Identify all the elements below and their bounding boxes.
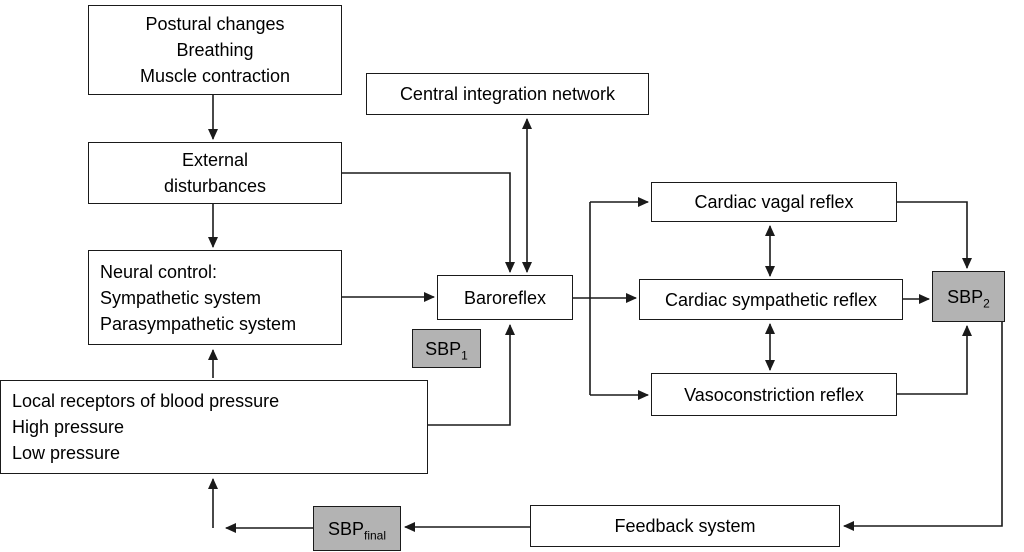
sbp-final-subscript: final [364,528,387,543]
cardiac-sympathetic-reflex-box: Cardiac sympathetic reflex [639,279,903,320]
central-integration-label: Central integration network [399,84,616,104]
sbp1-label: SBP1 [425,338,468,363]
feedback-system-label: Feedback system [614,516,756,536]
vasoconstriction-reflex-box: Vasoconstriction reflex [651,373,897,416]
vasoconstriction-label: Vasoconstriction reflex [684,384,864,405]
neural-line-3: Parasympathetic system [100,313,297,334]
sbp-final-label: SBPfinal [327,518,387,543]
sbp1-box: SBP1 [412,329,481,368]
neural-line-1: Neural control: [100,261,218,282]
sbp2-box: SBP2 [932,271,1005,322]
postural-changes-box: Postural changes Breathing Muscle contra… [88,5,342,95]
sbp-final-box: SBPfinal [313,506,401,551]
arrow-vagal-to-sbp2 [897,201,972,269]
receptors-line-2: High pressure [12,417,125,437]
neural-control-box: Neural control: Sympathetic system Paras… [88,250,342,345]
arrow-vasoconstriction-to-sbp2 [897,325,972,395]
receptors-line-3: Low pressure [12,443,121,463]
cardiac-vagal-label: Cardiac vagal reflex [694,192,854,212]
local-receptors-box: Local receptors of blood pressure High p… [0,380,428,474]
feedback-system-box: Feedback system [530,505,840,547]
postural-line-2: Breathing [176,40,254,60]
postural-line-1: Postural changes [145,14,285,34]
baroreflex-box: Baroreflex [437,275,573,320]
external-line-1: External [181,150,249,170]
external-disturbances-box: External disturbances [88,142,342,204]
sbp1-subscript: 1 [461,348,468,363]
baroreflex-label: Baroreflex [463,287,547,308]
cardiac-sympathetic-label: Cardiac sympathetic reflex [664,289,878,310]
cardiac-vagal-reflex-box: Cardiac vagal reflex [651,182,897,222]
postural-line-3: Muscle contraction [139,66,291,86]
receptors-line-1: Local receptors of blood pressure [12,391,280,411]
neural-line-2: Sympathetic system [100,287,262,308]
arrow-external-to-baroreflex [342,172,515,273]
sbp2-subscript: 2 [983,296,990,311]
arrow-sbp2-to-feedback [843,322,1003,531]
central-integration-network-box: Central integration network [366,73,649,115]
sbp2-label: SBP2 [947,286,990,311]
external-line-2: disturbances [163,176,267,196]
